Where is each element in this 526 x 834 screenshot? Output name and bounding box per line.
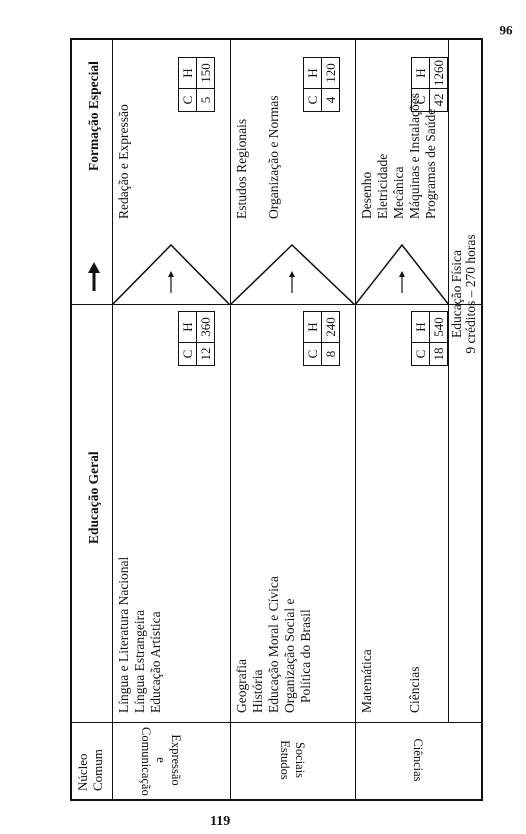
header-divider: [112, 40, 113, 799]
page-number-bottom: 119: [210, 814, 231, 829]
especial-list-comunicacao: Redação e Expressão: [116, 104, 131, 219]
area-name-comunicacao: Expressão e Comunicação: [139, 727, 183, 796]
educacao-fisica-note: Educação Física 9 créditos – 270 horas: [449, 234, 478, 354]
header-formacao-especial: Formação Especial: [86, 61, 101, 171]
row-divider-2: [355, 40, 356, 799]
row-divider-1: [230, 40, 231, 799]
bracket-estudos-sociais: [229, 235, 360, 306]
header-nucleo: Núcleo Comum: [75, 749, 105, 791]
bracket-ciencias: [354, 235, 454, 306]
area-name-ciencias: Ciências: [411, 738, 425, 782]
arrow-icon: [87, 261, 106, 291]
geral-list-comunicacao: Língua e Literatura Nacional Língua Estr…: [116, 556, 163, 713]
area-name-estudos-sociais: Sociais Estudos: [278, 740, 307, 780]
curriculum-table: Núcleo Comum Educação Geral Formação Esp…: [70, 38, 483, 801]
divider-nucleo: [72, 722, 481, 723]
especial-list-estudos-sociais: Estudos Regionais Organização e Normas: [234, 95, 281, 219]
geral-list-ciencias: Matemática Ciências: [359, 649, 422, 713]
header-educacao-geral: Educação Geral: [86, 451, 101, 544]
geral-list-estudos-sociais: Geografia História Educação Moral e Cívi…: [234, 576, 313, 713]
row-divider-fisica: [448, 40, 449, 723]
bracket-comunicacao: [111, 235, 235, 306]
